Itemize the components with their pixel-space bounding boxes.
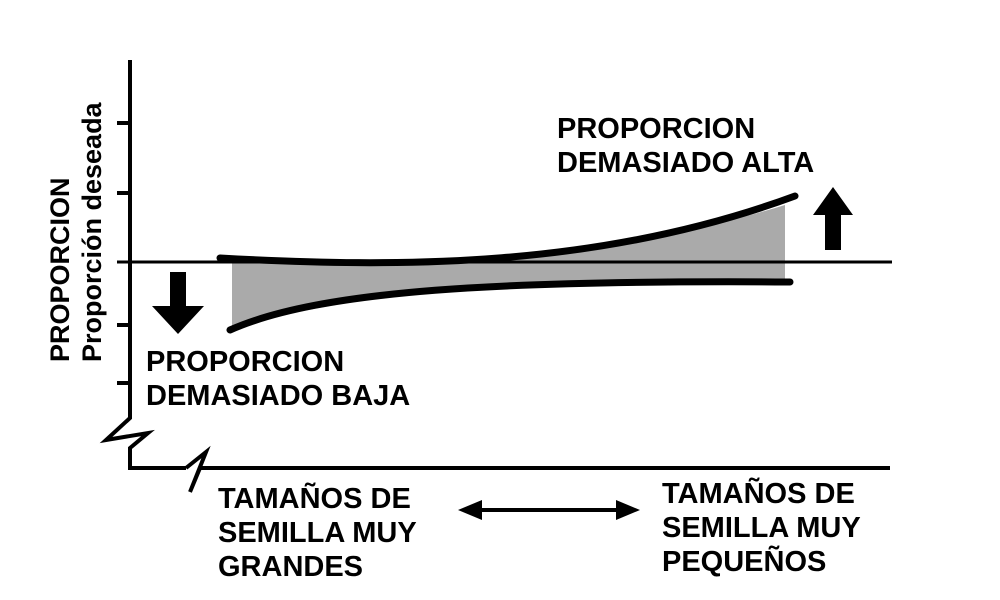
label-small-seeds: TAMAÑOS DE SEMILLA MUY PEQUEÑOS [662, 477, 861, 579]
label-too-low-line2: DEMASIADO BAJA [146, 380, 411, 412]
y-ticks [117, 121, 130, 385]
y-axis [99, 60, 186, 470]
label-too-high: PROPORCION DEMASIADO ALTA [557, 112, 814, 180]
label-too-high-line2: DEMASIADO ALTA [557, 147, 815, 179]
label-too-low-line1: PROPORCION [146, 346, 345, 378]
label-small-seeds-line2: SEMILLA MUY [662, 512, 861, 544]
label-large-seeds-line1: TAMAÑOS DE [218, 483, 411, 515]
label-large-seeds-line2: SEMILLA MUY [218, 517, 417, 549]
upper-curve [216, 192, 799, 267]
arrow-down-icon [152, 272, 204, 334]
label-too-high-line1: PROPORCION [557, 113, 756, 145]
y-axis-label-line2: Proporción deseada [77, 102, 107, 362]
y-axis-label-line1: PROPORCION [45, 177, 75, 362]
axis-break [184, 445, 890, 493]
lower-curve [226, 278, 794, 334]
y-axis-label: PROPORCION Proporción deseada [44, 102, 108, 362]
label-large-seeds-line3: GRANDES [218, 551, 364, 583]
arrow-up-icon [813, 187, 853, 250]
label-small-seeds-line1: TAMAÑOS DE [662, 478, 855, 510]
double-arrow-icon [458, 500, 640, 520]
label-small-seeds-line3: PEQUEÑOS [662, 546, 827, 578]
label-too-low: PROPORCION DEMASIADO BAJA [146, 345, 410, 413]
label-large-seeds: TAMAÑOS DE SEMILLA MUY GRANDES [218, 482, 417, 584]
